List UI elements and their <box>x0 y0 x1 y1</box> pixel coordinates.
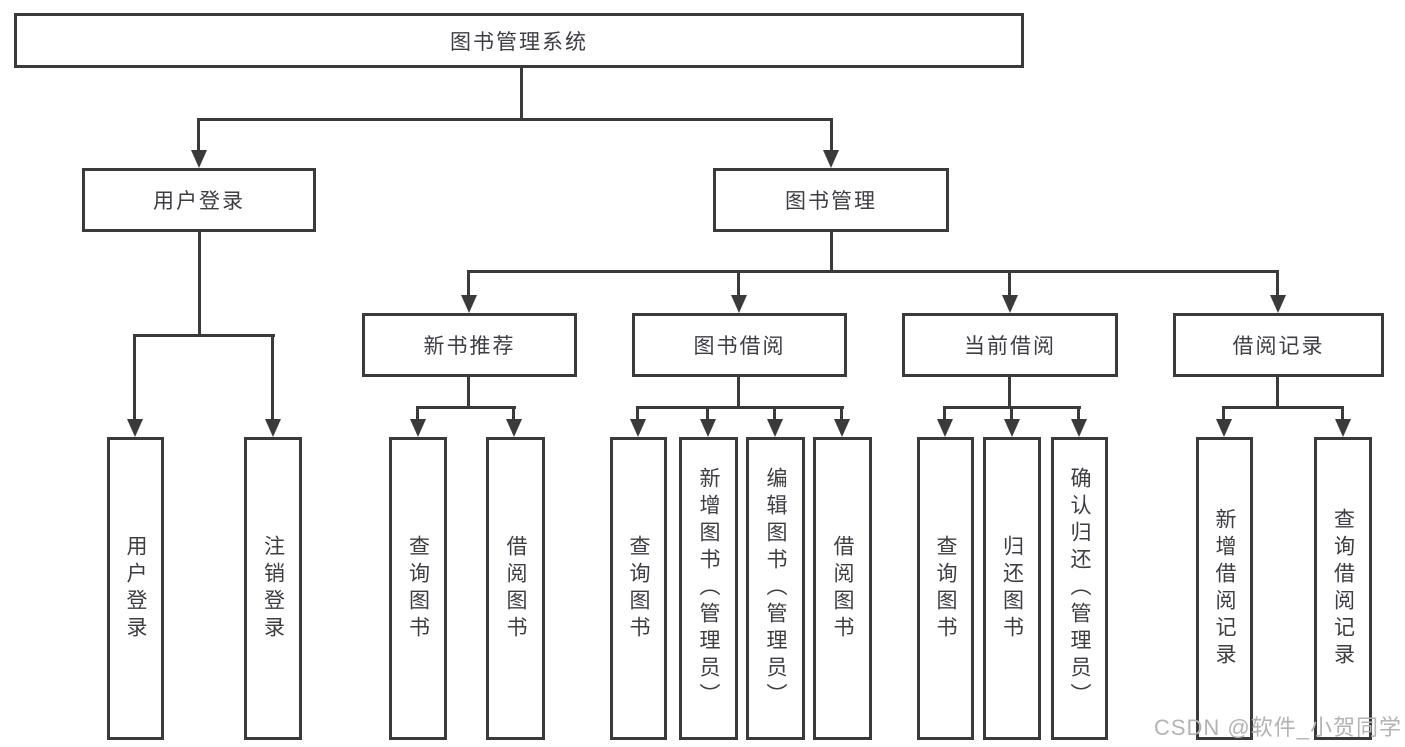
leaf-query-book-3-label: 查询图书 <box>934 534 958 643</box>
arrow-down-icon <box>767 419 783 437</box>
connector-line <box>467 376 470 409</box>
arrow-down-icon <box>506 419 522 437</box>
arrow-down-icon <box>1071 419 1087 437</box>
node-new-book-recommend: 新书推荐 <box>362 313 577 377</box>
leaf-borrow-book-1: 借阅图书 <box>486 437 545 740</box>
leaf-query-book-2-label: 查询图书 <box>627 534 651 643</box>
leaf-query-book-1-label: 查询图书 <box>406 534 430 643</box>
leaf-logout-label: 注销登录 <box>261 534 285 643</box>
connector-line <box>737 376 740 409</box>
connector-line <box>1276 270 1279 297</box>
connector-line <box>197 118 200 152</box>
connector-line <box>636 406 639 420</box>
leaf-borrow-book-1-label: 借阅图书 <box>504 534 528 643</box>
arrow-down-icon <box>937 419 953 437</box>
connector-line <box>840 406 843 420</box>
connector-line <box>467 270 470 297</box>
leaf-user-login-label: 用户登录 <box>124 534 148 643</box>
connector-line <box>1341 406 1344 420</box>
node-borrow-record-label: 借阅记录 <box>1232 335 1325 358</box>
connector-line <box>1276 376 1279 409</box>
connector-line <box>1010 406 1013 420</box>
arrow-down-icon <box>1002 295 1018 313</box>
leaf-query-borrow-record-label: 查询借阅记录 <box>1331 507 1355 670</box>
connector-line <box>1008 376 1011 409</box>
node-new-book-recommend-label: 新书推荐 <box>423 335 516 358</box>
connector-line <box>416 406 516 409</box>
node-book-borrow-label: 图书借阅 <box>693 335 786 358</box>
connector-line <box>1222 406 1344 409</box>
arrow-down-icon <box>191 150 207 168</box>
arrow-down-icon <box>1004 419 1020 437</box>
leaf-user-login: 用户登录 <box>107 437 164 740</box>
leaf-confirm-return-admin: 确认归还（管理员） <box>1051 437 1108 740</box>
leaf-confirm-return-admin-label: 确认归还（管理员） <box>1068 467 1092 710</box>
connector-line <box>737 270 740 297</box>
arrow-down-icon <box>700 419 716 437</box>
connector-line <box>1077 406 1080 420</box>
arrow-down-icon <box>823 150 839 168</box>
connector-line <box>271 334 274 420</box>
connector-line <box>706 406 709 420</box>
leaf-borrow-book-2: 借阅图书 <box>813 437 872 740</box>
leaf-query-book-3: 查询图书 <box>917 437 974 740</box>
arrow-down-icon <box>461 295 477 313</box>
leaf-logout: 注销登录 <box>244 437 302 740</box>
connector-line <box>467 270 1279 273</box>
leaf-return-book: 归还图书 <box>983 437 1041 740</box>
node-book-management: 图书管理 <box>713 168 949 232</box>
arrow-down-icon <box>1270 295 1286 313</box>
leaf-query-book-2: 查询图书 <box>610 437 667 740</box>
connector-line <box>520 66 523 121</box>
node-current-borrow: 当前借阅 <box>902 313 1118 377</box>
arrow-down-icon <box>1335 419 1351 437</box>
leaf-return-book-label: 归还图书 <box>1000 534 1024 643</box>
leaf-add-book-admin-label: 新增图书（管理员） <box>697 467 721 710</box>
leaf-add-book-admin: 新增图书（管理员） <box>679 437 738 740</box>
connector-line <box>773 406 776 420</box>
connector-line <box>198 232 201 337</box>
arrow-down-icon <box>731 295 747 313</box>
arrow-down-icon <box>630 419 646 437</box>
connector-line <box>943 406 946 420</box>
node-user-login: 用户登录 <box>82 168 316 232</box>
connector-line <box>133 334 275 337</box>
node-book-management-label: 图书管理 <box>785 190 877 213</box>
leaf-add-borrow-record-label: 新增借阅记录 <box>1213 507 1237 670</box>
arrow-down-icon <box>127 419 143 437</box>
arrow-down-icon <box>834 419 850 437</box>
connector-line <box>1008 270 1011 297</box>
csdn-watermark: CSDN @软件_小贺同学 <box>1153 715 1402 740</box>
node-current-borrow-label: 当前借阅 <box>964 335 1056 358</box>
arrow-down-icon <box>265 419 281 437</box>
connector-line <box>512 406 515 420</box>
node-book-borrow: 图书借阅 <box>632 313 847 377</box>
leaf-query-book-1: 查询图书 <box>389 437 447 740</box>
connector-line <box>416 406 419 420</box>
leaf-edit-book-admin: 编辑图书（管理员） <box>746 437 805 740</box>
connector-line <box>636 406 844 409</box>
connector-line <box>1222 406 1225 420</box>
connector-line <box>830 232 833 273</box>
node-borrow-record: 借阅记录 <box>1173 313 1384 377</box>
node-user-login-label: 用户登录 <box>153 190 245 213</box>
arrow-down-icon <box>1216 419 1232 437</box>
connector-line <box>830 118 833 152</box>
leaf-edit-book-admin-label: 编辑图书（管理员） <box>764 467 788 710</box>
connector-line <box>197 118 833 121</box>
node-root-label: 图书管理系统 <box>450 30 588 54</box>
arrow-down-icon <box>410 419 426 437</box>
connector-line <box>133 334 136 420</box>
node-root: 图书管理系统 <box>14 13 1024 68</box>
leaf-add-borrow-record: 新增借阅记录 <box>1196 437 1253 740</box>
leaf-query-borrow-record: 查询借阅记录 <box>1314 437 1372 740</box>
leaf-borrow-book-2-label: 借阅图书 <box>831 534 855 643</box>
